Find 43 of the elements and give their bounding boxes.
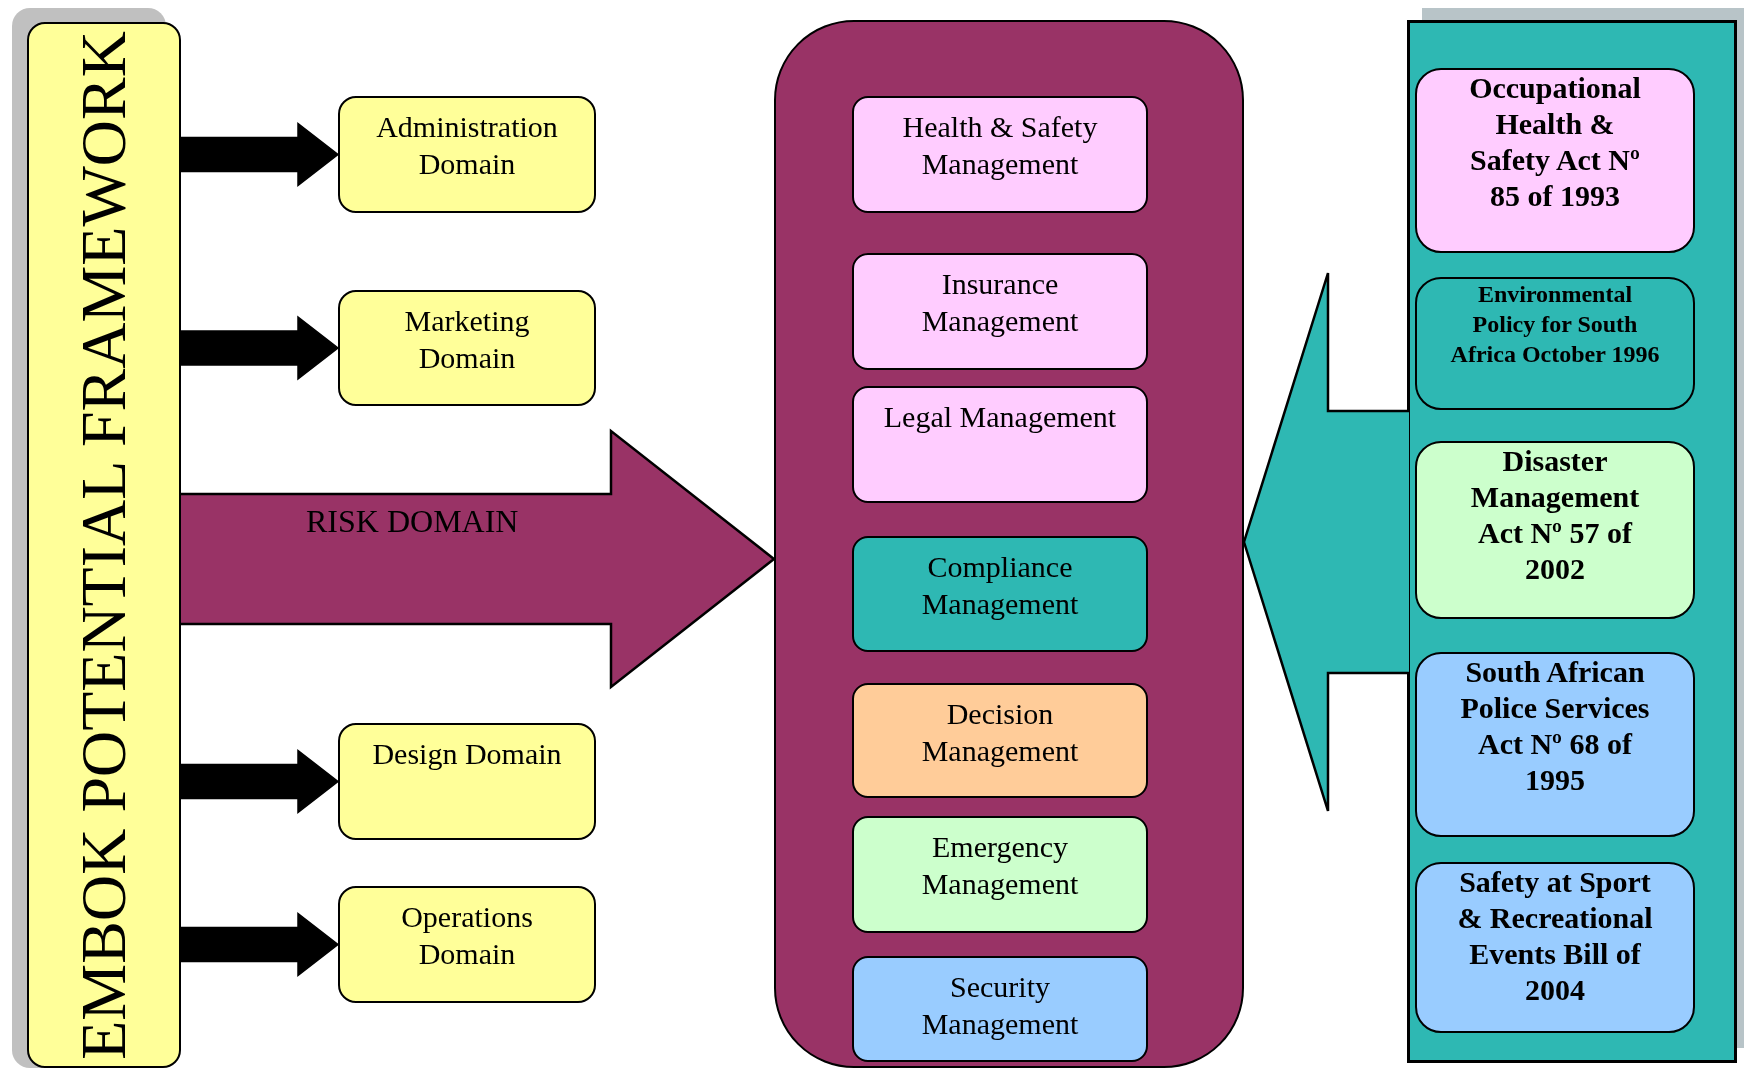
node-label: Design Domain	[371, 736, 563, 772]
management-box	[852, 386, 1148, 503]
domain-box	[338, 96, 596, 213]
node-label: EMBOK POTENTIAL FRAMEWORK	[72, 30, 136, 1060]
risk-panel	[774, 20, 1244, 1068]
node-label: Occupational Health & Safety Act Nº 85 of 1993	[1468, 70, 1642, 214]
node-label: Emergency Management	[920, 829, 1080, 902]
legislation-box	[1415, 277, 1695, 410]
legislation-box	[1415, 441, 1695, 619]
block-arrow	[180, 748, 340, 815]
block-arrow	[179, 428, 777, 690]
node-label: Insurance Management	[920, 266, 1080, 339]
node-label: Compliance Management	[920, 549, 1080, 622]
node-label: South African Police Services Act Nº 68 of 1995	[1459, 654, 1651, 798]
block-arrow	[1242, 271, 1411, 813]
legislation-panel	[1407, 20, 1737, 1063]
node-label: Health & Safety Management	[901, 109, 1099, 182]
node-label: Administration Domain	[375, 109, 559, 182]
management-box	[852, 253, 1148, 370]
node-label: Marketing Domain	[403, 303, 531, 376]
node-label: Operations Domain	[400, 899, 534, 972]
legislation-box	[1415, 68, 1695, 253]
legislation-box	[1415, 862, 1695, 1033]
domain-box	[338, 723, 596, 840]
domain-box	[338, 290, 596, 406]
node-label: Legal Management	[882, 399, 1118, 435]
management-box	[852, 683, 1148, 798]
block-arrow	[180, 121, 340, 188]
management-box	[852, 96, 1148, 213]
management-box	[852, 956, 1148, 1062]
block-arrow	[180, 911, 340, 978]
node-label: Disaster Management Act Nº 57 of 2002	[1469, 443, 1641, 587]
legislation-box	[1415, 652, 1695, 837]
block-arrow	[180, 315, 340, 381]
node-label: Security Management	[920, 969, 1080, 1042]
framework-bar	[27, 22, 181, 1068]
edge-label: RISK DOMAIN	[306, 503, 519, 539]
domain-box	[338, 886, 596, 1003]
management-box	[852, 816, 1148, 933]
node-label: Safety at Sport & Recreational Events Bill of 2004	[1456, 864, 1654, 1008]
node-label: Environmental Policy for South Africa October 1996	[1449, 280, 1661, 369]
node-label: Decision Management	[920, 696, 1080, 769]
management-box	[852, 536, 1148, 652]
